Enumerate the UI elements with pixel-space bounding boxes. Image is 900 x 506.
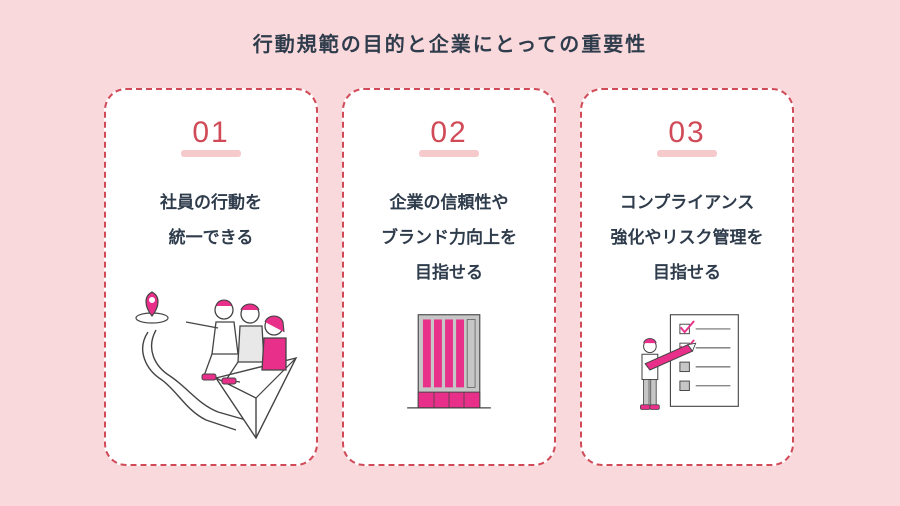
office-building-icon — [407, 314, 491, 409]
card-01: 01 社員の行動を 統一できる — [104, 88, 318, 466]
checklist-illustration — [640, 314, 739, 410]
card-description: コンプライアンス 強化やリスク管理を 目指せる — [590, 186, 784, 291]
card-line: 目指せる — [415, 263, 483, 283]
card-line: コンプライアンス — [619, 193, 755, 213]
person-icon — [221, 303, 265, 385]
person-pointing-icon — [185, 299, 239, 381]
card-03: 03 コンプライアンス 強化やリスク管理を 目指せる — [580, 88, 794, 466]
card-02: 02 企業の信頼性や ブランド力向上を 目指せる — [342, 88, 556, 466]
card-line: 企業の信頼性や — [389, 193, 509, 213]
card-line: 目指せる — [653, 263, 721, 283]
person-with-pen-icon — [640, 337, 697, 410]
card-line: 統一できる — [168, 228, 254, 248]
location-pin-icon — [135, 291, 169, 324]
card-number: 03 — [668, 116, 706, 149]
paper-plane-icon — [214, 356, 298, 440]
page-title: 行動規範の目的と企業にとっての重要性 — [252, 32, 648, 56]
checklist-icon — [669, 314, 739, 407]
card-description: 社員の行動を 統一できる — [114, 186, 308, 256]
card-number: 02 — [430, 116, 468, 149]
card-line: ブランド力向上を — [381, 228, 517, 248]
card-line: 強化やリスク管理を — [610, 228, 764, 248]
person-icon — [261, 315, 287, 371]
number-underline — [419, 150, 479, 157]
number-underline — [181, 150, 241, 157]
card-description: 企業の信頼性や ブランド力向上を 目指せる — [352, 186, 546, 291]
team-navigation-illustration — [135, 291, 298, 440]
card-number: 01 — [192, 116, 230, 149]
number-underline — [657, 150, 717, 157]
card-line: 社員の行動を — [160, 193, 262, 213]
